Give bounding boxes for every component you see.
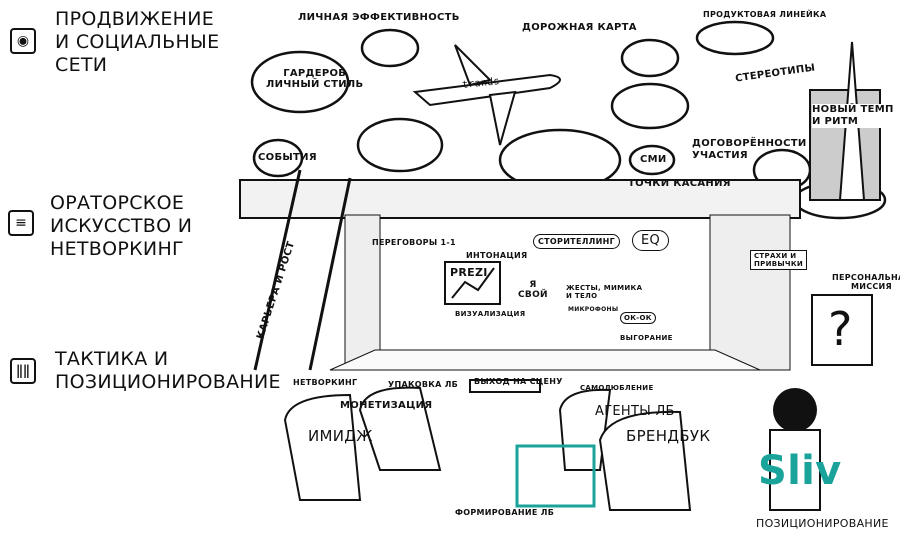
ladder xyxy=(253,169,352,371)
airplane xyxy=(412,44,561,146)
label-personal-efficiency: ЛИЧНАЯ ЭФФЕКТИВНОСТЬ xyxy=(298,12,460,23)
seat-networking: НЕТВОРКИНГ xyxy=(293,378,358,387)
label-forming: ФОРМИРОВАНИЕ ЛБ xyxy=(455,508,555,517)
label-microphones: МИКРОФОНЫ xyxy=(568,306,619,313)
cloud-media xyxy=(628,144,676,176)
curtain-right xyxy=(709,214,791,371)
seat-self-love: САМОЛЮБЛЕНИЕ xyxy=(580,384,654,392)
prezi-board xyxy=(444,261,501,305)
seat-image: ИМИДЖ xyxy=(308,427,373,445)
label-new-pace: НОВЫЙ ТЕМП И РИТМ xyxy=(812,104,894,128)
legend-promotion: ПРОДВИЖЕНИЕ И СОЦИАЛЬНЫЕ СЕТИ xyxy=(55,8,220,76)
label-fears: СТРАХИ И ПРИВЫЧКИ xyxy=(750,250,808,270)
legend-oratory: ОРАТОРСКОЕ ИСКУССТВО И НЕТВОРКИНГ xyxy=(50,192,193,260)
cloud-growth xyxy=(360,28,420,68)
people-icon: ǁǁ xyxy=(10,358,36,384)
watermark-frame xyxy=(515,444,596,508)
label-storytelling: СТОРИТЕЛЛИНГ xyxy=(533,234,620,249)
label-positioning: ПОЗИЦИОНИРОВАНИЕ xyxy=(756,517,889,530)
label-eq: EQ xyxy=(632,230,670,251)
shirt-text: Я СВОЙ xyxy=(518,280,548,300)
seats xyxy=(283,379,692,511)
label-mission: ПЕРСОНАЛЬНАЯ МИССИЯ xyxy=(832,273,900,291)
cloud-whatsapp xyxy=(610,82,690,130)
seat-monetization: МОНЕТИЗАЦИЯ xyxy=(340,400,433,411)
label-okok: ОК-ОК xyxy=(620,312,656,324)
audience-head xyxy=(773,388,817,432)
label-visualization: ВИЗУАЛИЗАЦИЯ xyxy=(455,310,526,318)
label-touchpoints: ТОЧКИ КАСАНИЯ xyxy=(628,178,731,189)
question-mark: ? xyxy=(828,302,853,356)
cloud-telegram xyxy=(356,117,444,173)
curtain-left xyxy=(344,214,381,366)
label-intonation: ИНТОНАЦИЯ xyxy=(466,251,528,260)
label-media: СМИ xyxy=(640,154,667,165)
seat-brandbook: БРЕНДБУК xyxy=(626,427,711,445)
mission-board xyxy=(811,294,873,366)
seat-packaging: УПАКОВКА ЛБ xyxy=(388,380,459,389)
watermark-logo: Sliv xyxy=(758,448,842,494)
label-negotiations: ПЕРЕГОВОРЫ 1-1 xyxy=(372,238,456,247)
prezi-label: PREZI xyxy=(450,266,488,279)
legend-tactics: ТАКТИКА И ПОЗИЦИОНИРОВАНИЕ xyxy=(55,348,281,393)
cloud-events xyxy=(252,138,304,178)
camera-icon: ◉ xyxy=(10,28,36,54)
label-wardrobe: ГАРДЕРОБ ЛИЧНЫЙ СТИЛЬ xyxy=(266,68,364,90)
seat-agents: АГЕНТЫ ЛБ xyxy=(595,404,675,419)
label-agreements: ДОГОВОРЁННОСТИ УЧАСТИЯ xyxy=(692,138,807,161)
label-roadmap: ДОРОЖНАЯ КАРТА xyxy=(522,22,637,33)
positioning-person xyxy=(769,429,821,511)
cloud-book xyxy=(620,38,680,78)
seat-stage-exit: ВЫХОД НА СЦЕНУ xyxy=(474,377,563,386)
label-product-line: ПРОДУКТОВАЯ ЛИНЕЙКА xyxy=(703,10,827,19)
label-burnout: ВЫГОРАНИЕ xyxy=(620,334,673,342)
prezi-arrow xyxy=(451,267,495,299)
label-gestures: ЖЕСТЫ, МИМИКА И ТЕЛО xyxy=(566,284,643,300)
curtain-valance xyxy=(239,179,801,219)
cloud-wardrobe xyxy=(250,50,350,114)
stage-floor xyxy=(329,349,761,371)
label-events: СОБЫТИЯ xyxy=(258,152,317,163)
speech-icon: ≡ xyxy=(8,210,34,236)
cloud-product xyxy=(695,20,775,56)
